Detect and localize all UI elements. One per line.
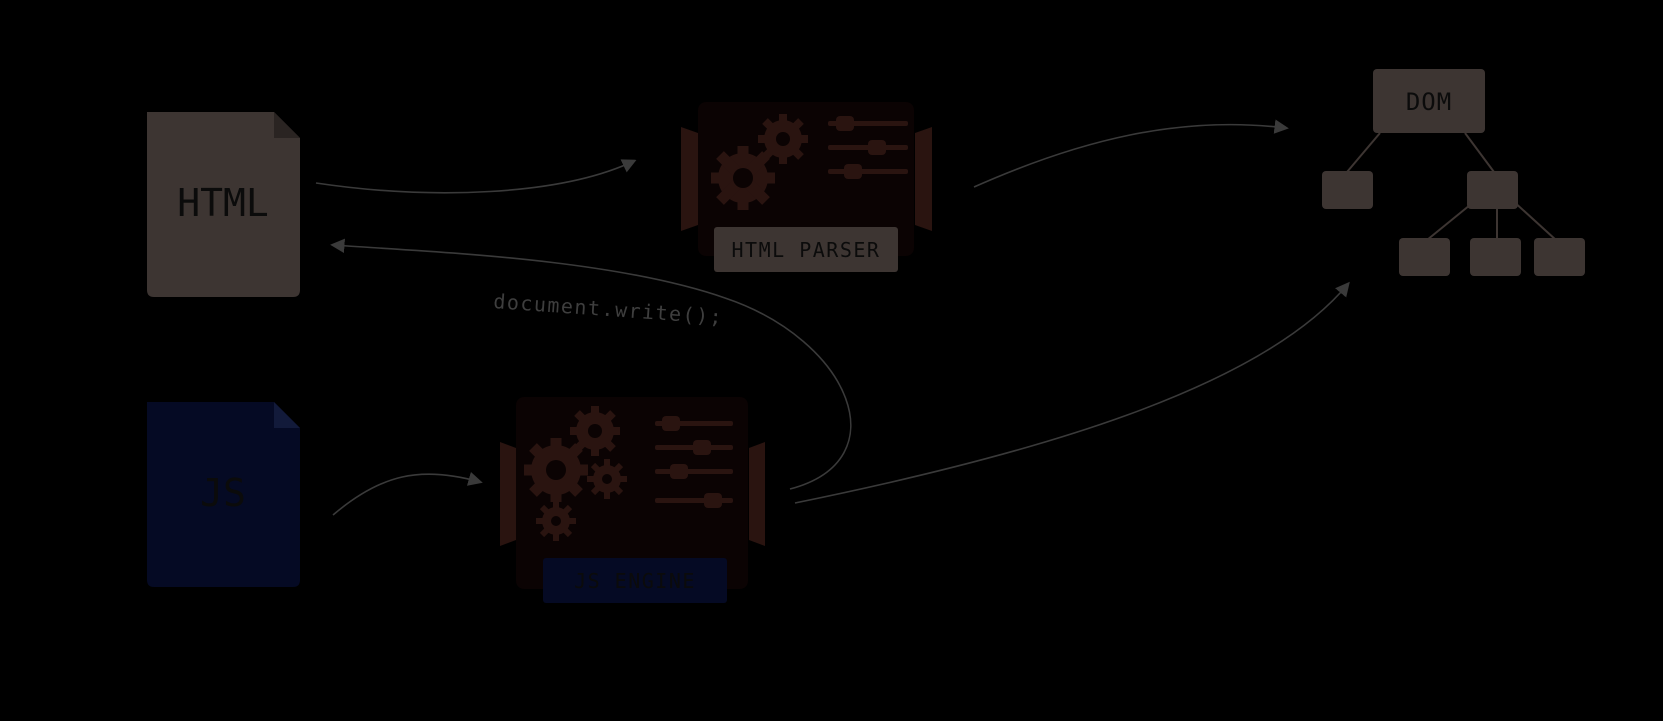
dom-node — [1322, 171, 1373, 209]
js-file-icon: JS — [147, 402, 300, 587]
dom-node — [1534, 238, 1585, 276]
machine-side-right — [915, 127, 932, 231]
js-engine-badge — [543, 558, 727, 603]
document-write-label: document.write(); — [493, 289, 724, 329]
js-engine-machine: JS ENGINE — [500, 397, 765, 603]
html-parser-machine: HTML PARSER — [681, 102, 932, 272]
arrow-parser-to-dom — [973, 119, 1289, 188]
slider-icon — [655, 416, 733, 508]
gear-icon — [536, 501, 576, 541]
gear-icon — [758, 114, 808, 164]
gear-icon — [711, 146, 775, 210]
js-file-label: JS — [200, 471, 246, 515]
html-file-label: HTML — [177, 181, 269, 225]
slider-icon — [828, 116, 908, 179]
dom-node — [1470, 238, 1521, 276]
dom-node — [1467, 171, 1518, 209]
machine-side-right — [749, 442, 765, 546]
gear-icon — [524, 438, 588, 502]
gear-icon — [587, 459, 627, 499]
dom-tree-icon: DOM — [1322, 69, 1585, 276]
arrow-js-to-engine — [332, 471, 483, 516]
gear-icon — [570, 406, 620, 456]
arrow-engine-to-dom — [794, 281, 1350, 504]
dom-node — [1399, 238, 1450, 276]
dom-label: DOM — [1406, 88, 1452, 116]
machine-side-left — [681, 127, 698, 231]
machine-side-left — [500, 442, 516, 546]
html-file-icon: HTML — [147, 112, 300, 297]
arrow-html-to-parser — [315, 159, 637, 194]
arrow-document-write — [330, 238, 852, 490]
html-parser-label: HTML PARSER — [732, 238, 881, 262]
html-parser-badge — [714, 227, 898, 272]
dom-root-node — [1373, 69, 1485, 133]
js-engine-label: JS ENGINE — [574, 569, 696, 593]
